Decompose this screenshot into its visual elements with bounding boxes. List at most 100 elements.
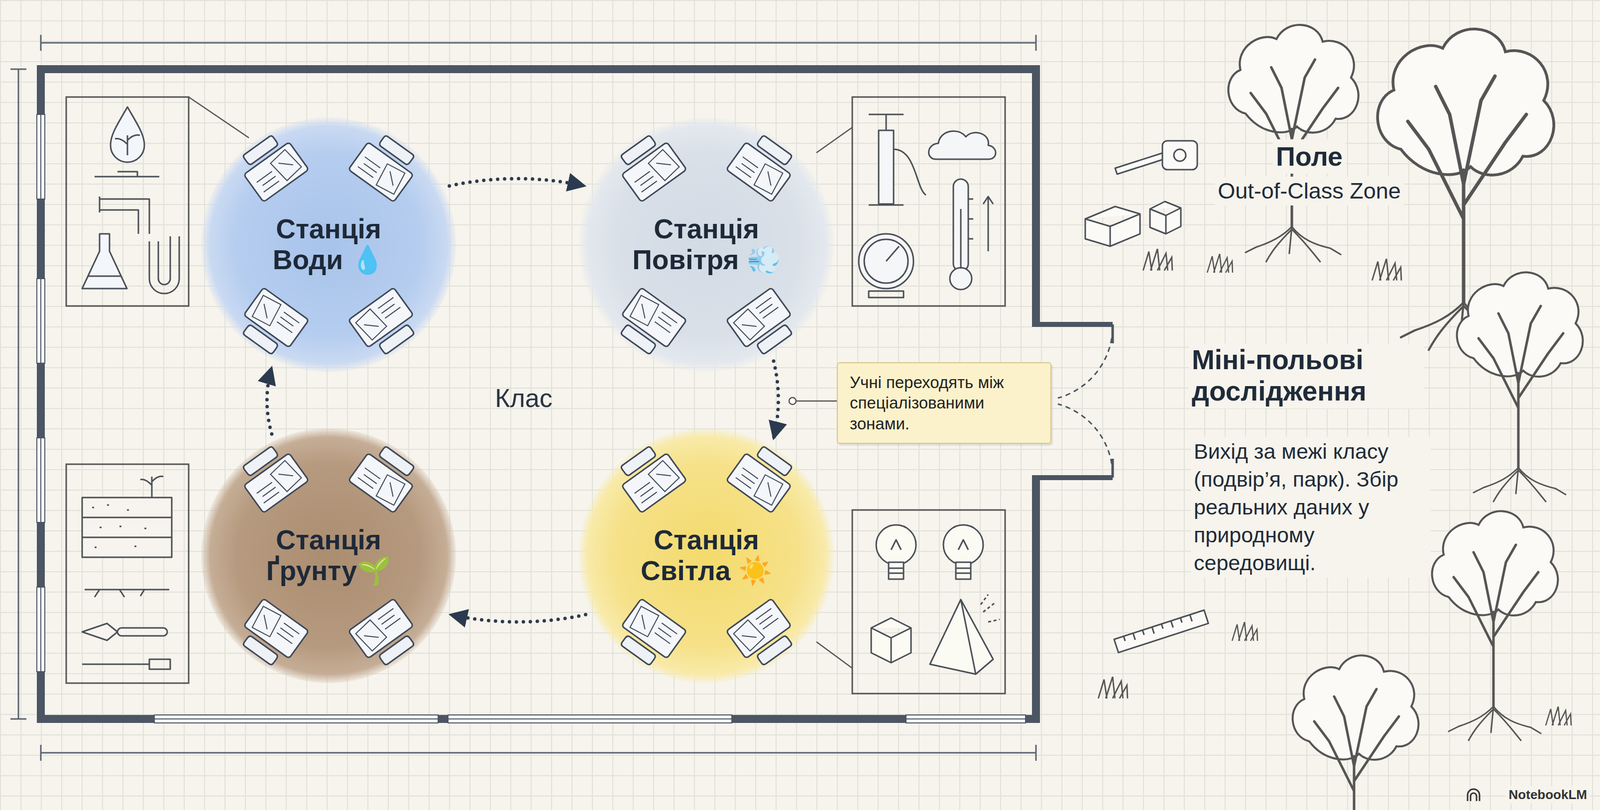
desk-with-chair (234, 129, 309, 203)
cycle-arrow (449, 178, 587, 187)
field-title: Поле (1272, 139, 1346, 174)
station-circle: Станція Ґрунту🌱 (201, 428, 457, 684)
room-walls (40, 69, 1113, 720)
field-tools-part (1149, 201, 1181, 234)
soil-tools-part (117, 628, 168, 637)
air-tools-part (868, 149, 926, 206)
air-tools-part (868, 114, 904, 131)
callout-text: Учні переходять між спеціалізованими зон… (849, 372, 1039, 435)
station-fill (578, 428, 834, 684)
grass-tufts-part (1371, 258, 1402, 281)
soil-tools-part (140, 476, 164, 498)
field-tools-part (1162, 140, 1198, 170)
field-subtitle: Out-of-Class Zone (1214, 176, 1404, 206)
field-heading: Міні-польові дослідження (1188, 343, 1424, 409)
water-tools-part (82, 233, 127, 289)
windows-part (36, 587, 45, 673)
soil-tools-part (82, 659, 171, 670)
dimension-lines-part (10, 68, 27, 71)
water-tools-part (87, 275, 122, 278)
desk-with-chair (234, 440, 309, 514)
cycle-arrow (448, 614, 586, 622)
dimension-lines-part (40, 42, 1036, 44)
light-tools-part (980, 594, 1000, 623)
dimension-lines-part (40, 34, 42, 51)
soil-tools-part (82, 623, 118, 641)
air-tools (858, 114, 996, 298)
field-description: Вихід за межі класу (подвір’я, парк). Зб… (1190, 437, 1431, 578)
grass-tufts-part (1142, 248, 1173, 271)
desk-with-chair (612, 598, 687, 673)
windows-part (36, 114, 45, 200)
desk-with-chair (726, 287, 801, 361)
desk-with-chair (348, 287, 423, 361)
windows-part (36, 278, 45, 364)
station-title: Станція Ґрунту🌱 (243, 525, 414, 587)
desk-with-chair (726, 598, 801, 673)
windows-part (154, 715, 439, 724)
watermark: NotebookLM (1505, 786, 1591, 804)
callout-leader (789, 397, 837, 405)
callout-box: Учні переходять між спеціалізованими зон… (836, 362, 1052, 445)
air-tools-part (928, 130, 996, 160)
windows-part (40, 278, 42, 364)
field-trees-part (1432, 511, 1559, 741)
cycle-arrow (266, 365, 272, 435)
light-tools-part (871, 618, 912, 664)
station-fill (201, 428, 457, 684)
desk-with-chair (612, 440, 687, 514)
grass-tufts-part (1098, 677, 1128, 699)
soil-tools (82, 476, 172, 670)
desk-with-chair (234, 287, 309, 361)
dimension-lines-part (1035, 34, 1037, 51)
light-tools-part (955, 540, 971, 574)
windows-part (40, 114, 42, 200)
room-walls-part (1057, 329, 1113, 473)
windows-part (448, 715, 732, 724)
windows-part (36, 438, 45, 523)
field-tools-part (1085, 206, 1141, 247)
water-tools-part (114, 134, 140, 156)
watermark-logo-part (1467, 789, 1480, 802)
air-tools-part (983, 196, 994, 252)
desk-with-chair (234, 598, 309, 673)
air-tools-part (949, 267, 972, 290)
cycle-arrow (773, 361, 779, 441)
desk-with-chair (612, 129, 687, 203)
dimension-lines-part (40, 752, 1036, 755)
station-fill (578, 117, 834, 373)
soil-tools-part (82, 497, 172, 558)
air-tools-part (878, 130, 894, 205)
field-trees-part (1292, 655, 1419, 810)
equipment-panels-part (852, 510, 1006, 694)
windows-part (154, 718, 439, 720)
windows-part (40, 438, 42, 523)
field-tools-part (1115, 152, 1167, 175)
light-tools-part (943, 525, 984, 566)
equipment-panels-part (852, 97, 1006, 307)
field-tools-part-part (1114, 610, 1209, 653)
soil-tools-part (82, 517, 172, 538)
windows-part (906, 715, 1026, 724)
station-title: Станція Світла ☀️ (621, 525, 792, 587)
water-tools (82, 107, 180, 294)
field-tools-part-part (1123, 615, 1192, 644)
equipment-panels-part (66, 464, 189, 684)
station-circle: Станція Повітря 💨 (578, 117, 834, 373)
light-tools-part (888, 562, 904, 580)
room-label: Клас (494, 383, 553, 414)
field-trees (1228, 24, 1583, 810)
station-title: Станція Повітря 💨 (621, 214, 792, 276)
grass-tufts-part (1207, 253, 1233, 273)
desk-with-chair (348, 598, 423, 673)
light-tools-part (955, 562, 971, 580)
water-tools-part (149, 236, 180, 294)
light-tools-part (888, 540, 904, 574)
dimension-lines-part (40, 745, 42, 762)
field-tools-part (1173, 149, 1186, 162)
desk-with-chair (612, 287, 687, 361)
water-tools-part (110, 107, 145, 163)
windows-part (906, 718, 1026, 720)
field-tools-part (1114, 610, 1209, 653)
